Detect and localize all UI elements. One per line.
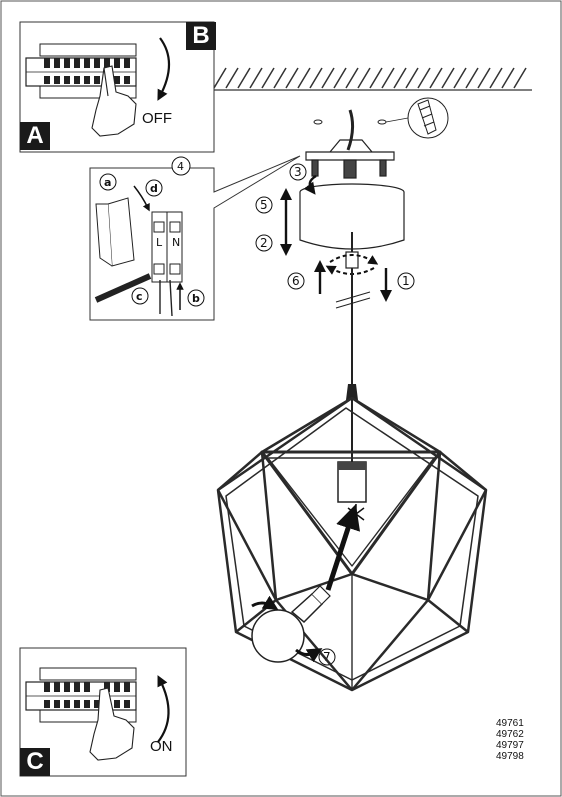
step-2-label: 2 [260,236,268,250]
hand-icon [91,65,137,137]
screwdriver-icon [94,273,152,303]
panel-tag-c: C [20,748,50,776]
ceiling-screw-icon [313,119,387,125]
panel-tag-a: A [20,122,50,150]
model-number: 49761 [496,718,524,729]
terminal-block [151,211,183,283]
panel-switch-on [19,647,187,777]
terminal-cover [95,197,135,267]
spark-icon [347,504,365,524]
panel-tag-b: B [186,22,216,50]
terminal-l-label: L [156,236,163,249]
step-3-label: 3 [294,165,302,179]
model-number: 49762 [496,729,524,740]
mains-cable [346,109,355,151]
sub-step-b-label: b [192,292,200,305]
cord-grip [325,232,379,275]
ceiling-hatch [213,67,532,91]
model-number: 49797 [496,740,524,751]
terminal-n-label: N [172,236,180,249]
panel-switch-off [19,21,215,153]
insert-bulb-arrow-icon [325,504,361,591]
circuit-breaker-row-bottom [25,667,137,723]
switch-up-arrow-icon [157,675,170,743]
step-arrows [280,174,392,302]
cord-break-mark [335,291,371,309]
wall-plug-detail [385,97,449,139]
ceiling-canopy [299,183,405,250]
step-7-label: 7 [323,650,331,664]
twist-arrow-lower-icon [295,648,323,663]
switch-down-arrow-icon [157,37,170,101]
geometric-shade [216,396,488,692]
step-4-label: 4 [177,160,184,173]
circuit-breaker-row-top [25,43,137,99]
step-1-label: 1 [402,274,410,288]
mounting-bracket [305,139,395,179]
switch-on-label: ON [150,738,173,755]
step-6-label: 6 [292,274,300,288]
model-number: 49798 [496,751,524,762]
light-bulb-icon [251,585,331,663]
wiring-detail-panel: 4 L N [89,155,301,321]
lamp-wires [159,279,173,317]
step-5-label: 5 [260,198,268,212]
lamp-socket [337,384,367,503]
hand-icon [89,687,135,761]
model-number-list: 49761 49762 49797 49798 [496,718,524,762]
step-number-badges [255,163,415,666]
sub-step-d-label: d [150,182,158,195]
sub-step-c-label: c [136,290,143,303]
sub-step-a-label: a [104,176,111,189]
twist-arrow-upper-icon [251,595,279,610]
switch-off-label: OFF [142,110,172,127]
